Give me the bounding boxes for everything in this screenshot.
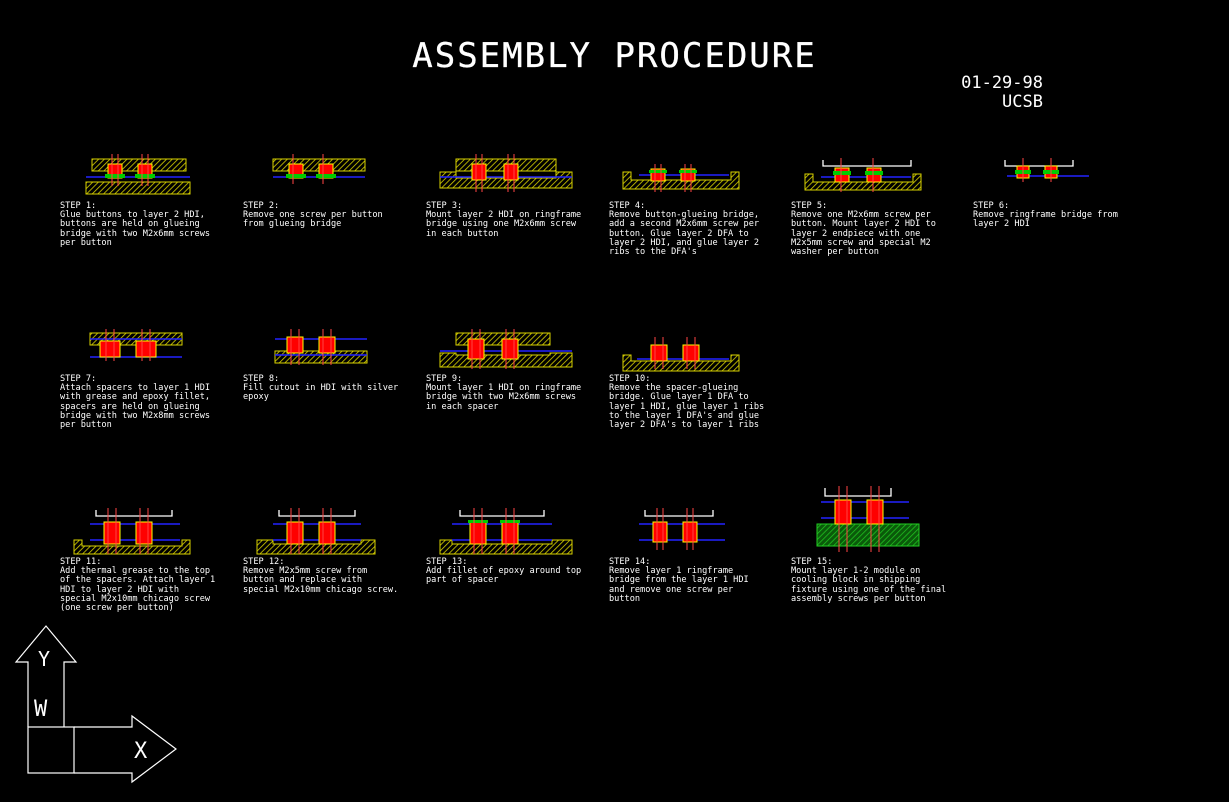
organization: UCSB bbox=[1002, 92, 1043, 112]
step-9-diagram bbox=[439, 329, 573, 369]
step-6-label: STEP 6: Remove ringframe bridge from lay… bbox=[973, 201, 1118, 230]
step-15-diagram bbox=[816, 486, 920, 552]
step-9-label: STEP 9: Mount layer 1 HDI on ringframe b… bbox=[426, 374, 582, 412]
step-6: STEP 6: Remove ringframe bridge from lay… bbox=[973, 152, 1133, 230]
y-axis-label: Y bbox=[38, 647, 50, 671]
step-7: STEP 7: Attach spacers to layer 1 HDI wi… bbox=[60, 325, 220, 430]
x-axis-label: X bbox=[134, 739, 148, 764]
step-15: STEP 15: Mount layer 1-2 module on cooli… bbox=[791, 486, 961, 604]
step-3-diagram bbox=[439, 154, 573, 192]
step-14-diagram bbox=[639, 508, 725, 550]
step-3: STEP 3: Mount layer 2 HDI on ringframe b… bbox=[426, 152, 586, 239]
step-1: STEP 1: Glue buttons to layer 2 HDI, but… bbox=[60, 152, 220, 248]
y-axis-arrow bbox=[14, 625, 78, 727]
ucs-axis-icon: Y W X bbox=[14, 625, 177, 784]
step-5-label: STEP 5: Remove one M2x6mm screw per butt… bbox=[791, 201, 936, 258]
step-13-label: STEP 13: Add fillet of epoxy around top … bbox=[426, 557, 582, 586]
step-14-label: STEP 14: Remove layer 1 ringframe bridge… bbox=[609, 557, 749, 604]
step-10: STEP 10: Remove the spacer-glueing bridg… bbox=[609, 325, 769, 430]
step-4: STEP 4: Remove button-glueing bridge, ad… bbox=[609, 152, 769, 257]
step-10-label: STEP 10: Remove the spacer-glueing bridg… bbox=[609, 374, 765, 431]
title-block: 01-29-98 UCSB bbox=[961, 74, 1043, 112]
step-8-diagram bbox=[274, 329, 368, 365]
step-11-label: STEP 11: Add thermal grease to the top o… bbox=[60, 557, 216, 614]
step-5: STEP 5: Remove one M2x6mm screw per butt… bbox=[791, 152, 951, 257]
step-4-diagram bbox=[622, 164, 740, 192]
x-axis-arrow bbox=[74, 714, 177, 784]
step-12: STEP 12: Remove M2x5mm screw from button… bbox=[243, 508, 403, 595]
step-4-label: STEP 4: Remove button-glueing bridge, ad… bbox=[609, 201, 760, 258]
step-1-label: STEP 1: Glue buttons to layer 2 HDI, but… bbox=[60, 201, 211, 248]
w-axis-label: W bbox=[34, 697, 48, 722]
step-14: STEP 14: Remove layer 1 ringframe bridge… bbox=[609, 508, 769, 604]
step-11: STEP 11: Add thermal grease to the top o… bbox=[60, 508, 220, 613]
step-2-diagram bbox=[272, 154, 366, 184]
step-3-label: STEP 3: Mount layer 2 HDI on ringframe b… bbox=[426, 201, 582, 239]
step-6-diagram bbox=[1004, 158, 1089, 182]
step-12-diagram bbox=[256, 508, 376, 555]
step-5-diagram bbox=[804, 158, 922, 192]
step-9: STEP 9: Mount layer 1 HDI on ringframe b… bbox=[426, 325, 586, 412]
drawing-date: 01-29-98 bbox=[961, 73, 1043, 93]
step-11-diagram bbox=[73, 508, 191, 555]
step-1-diagram bbox=[85, 154, 191, 195]
step-8-label: STEP 8: Fill cutout in HDI with silver e… bbox=[243, 374, 399, 403]
step-15-label: STEP 15: Mount layer 1-2 module on cooli… bbox=[791, 557, 947, 604]
step-7-diagram bbox=[89, 329, 183, 361]
ucs-box bbox=[27, 726, 75, 774]
step-10-diagram bbox=[622, 337, 740, 372]
step-8: STEP 8: Fill cutout in HDI with silver e… bbox=[243, 325, 403, 403]
step-2: STEP 2: Remove one screw per button from… bbox=[243, 152, 403, 230]
step-7-label: STEP 7: Attach spacers to layer 1 HDI wi… bbox=[60, 374, 211, 431]
step-13: STEP 13: Add fillet of epoxy around top … bbox=[426, 508, 586, 586]
step-13-diagram bbox=[439, 508, 573, 555]
page-title: ASSEMBLY PROCEDURE bbox=[412, 36, 817, 76]
step-2-label: STEP 2: Remove one screw per button from… bbox=[243, 201, 383, 230]
step-12-label: STEP 12: Remove M2x5mm screw from button… bbox=[243, 557, 399, 595]
